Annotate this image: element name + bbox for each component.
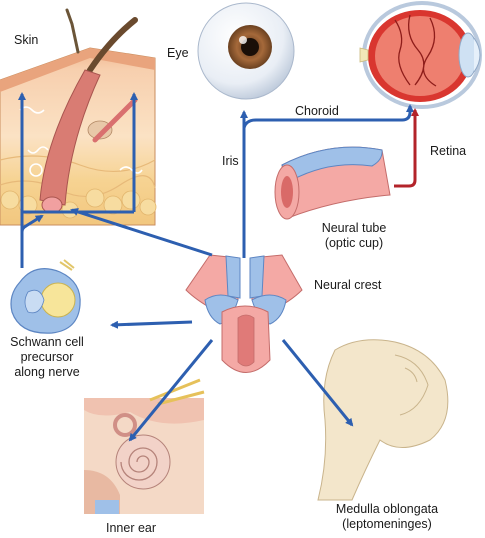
- label-choroid: Choroid: [295, 104, 339, 118]
- skin-illustration: [0, 8, 157, 226]
- medulla-illustration: [317, 339, 449, 501]
- migration-arrows: [18, 92, 419, 442]
- label-iris: Iris: [222, 154, 239, 168]
- inner-ear-illustration: [84, 378, 205, 514]
- label-neural-tube-line1: Neural tube: [321, 221, 387, 235]
- label-skin: Skin: [14, 33, 39, 47]
- label-schwann-line2: precursor: [20, 350, 74, 364]
- arrow-to-retina: [394, 108, 419, 188]
- label-inner-ear: Inner ear: [106, 521, 157, 535]
- arrow-to-schwann: [110, 320, 193, 329]
- eye-cross-section: [359, 1, 482, 109]
- label-retina: Retina: [430, 144, 467, 158]
- label-neural-tube-line2: (optic cup): [324, 236, 384, 250]
- arrow-to-medulla: [281, 339, 354, 427]
- label-medulla-line1: Medulla oblongata: [335, 502, 439, 516]
- schwann-cell-illustration: [10, 259, 81, 334]
- label-schwann-line1: Schwann cell: [10, 335, 84, 349]
- label-eye: Eye: [167, 46, 189, 60]
- label-medulla-line2: (leptomeninges): [342, 517, 432, 531]
- neural-crest-illustration: [185, 254, 303, 373]
- arrow-to-choroid: [242, 104, 414, 129]
- label-schwann: Schwann cell precursor along nerve: [0, 335, 94, 380]
- label-schwann-line3: along nerve: [14, 365, 80, 379]
- arrow-to-skin: [70, 208, 213, 257]
- optic-cup-illustration: [274, 146, 391, 220]
- label-neural-crest: Neural crest: [314, 278, 382, 292]
- eyeball-illustration: [197, 2, 295, 100]
- label-neural-tube: Neural tube (optic cup): [314, 221, 394, 251]
- label-medulla: Medulla oblongata (leptomeninges): [322, 502, 452, 532]
- arrow-to-inner-ear: [128, 339, 214, 442]
